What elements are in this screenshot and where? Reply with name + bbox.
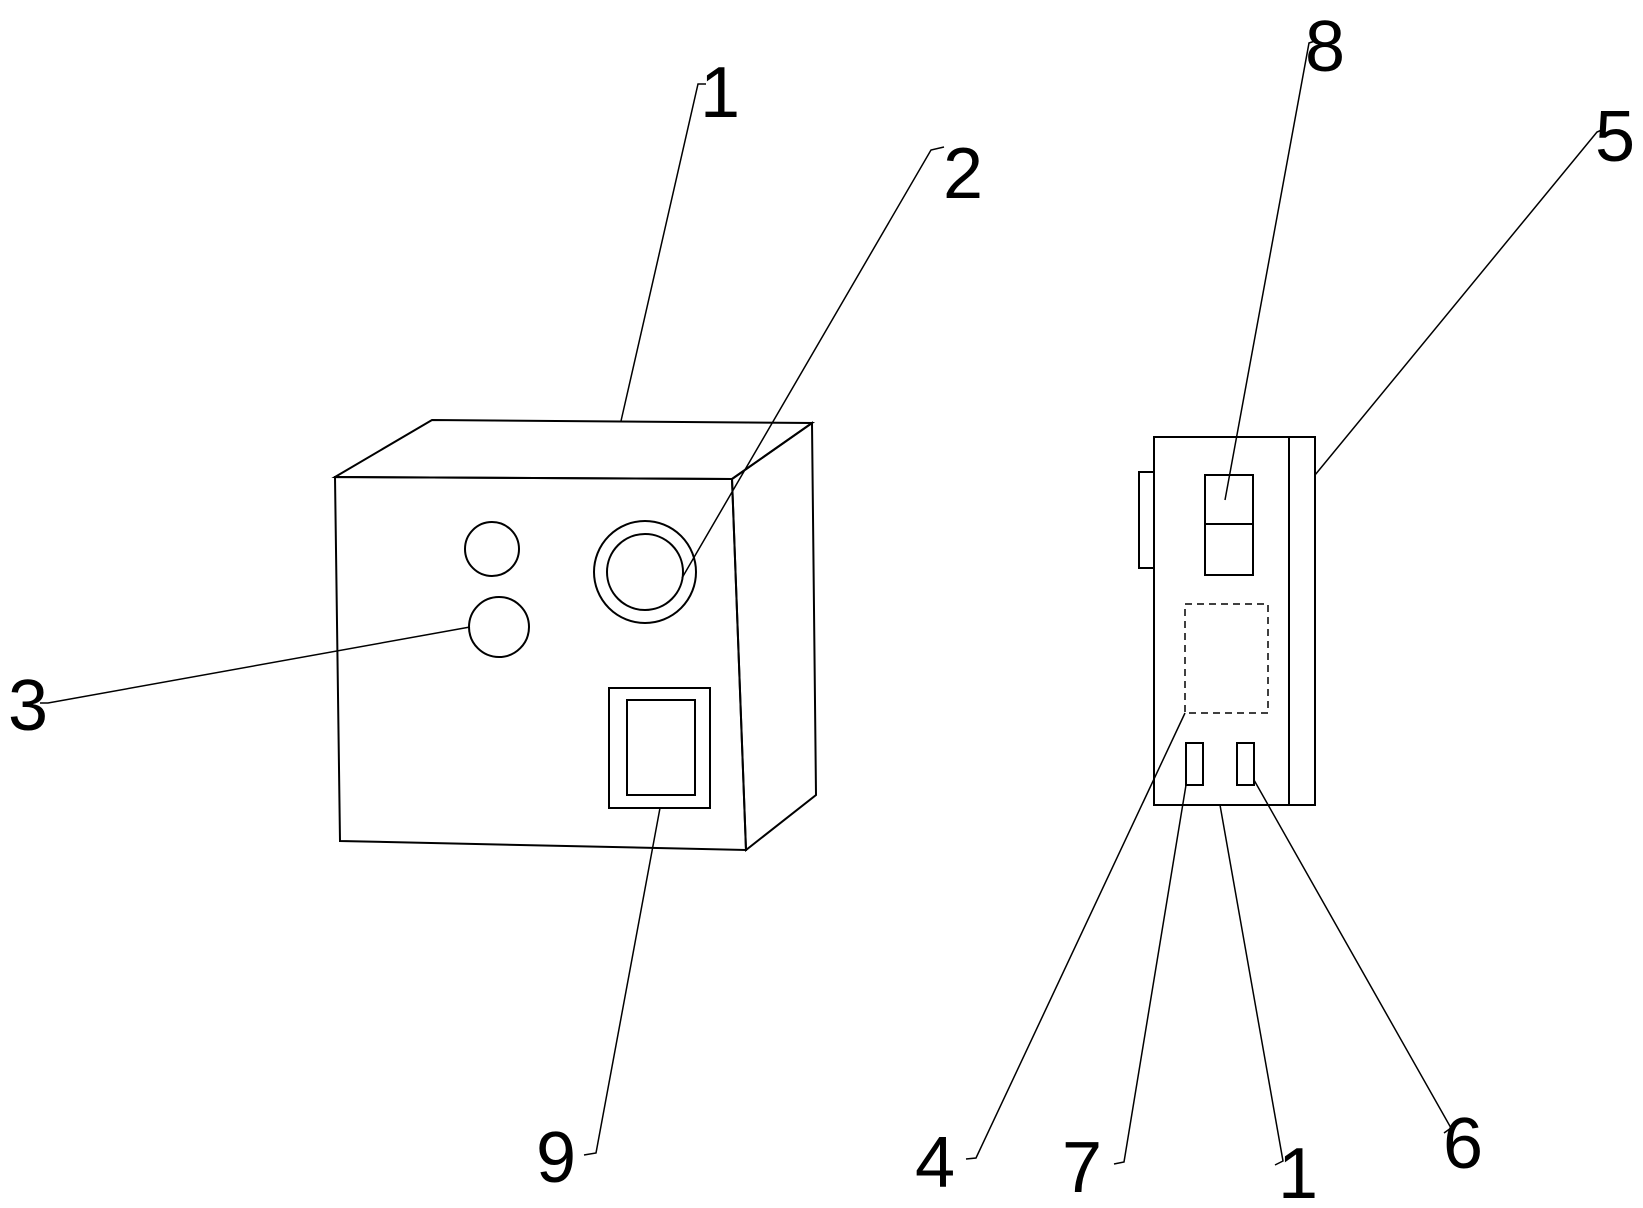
label-4: 4 [915, 1123, 955, 1203]
side-clip [1138, 471, 1155, 569]
label-1-top: 1 [700, 53, 740, 133]
port-7 [1185, 742, 1204, 786]
reference-numerals: 1 2 3 9 8 5 4 7 1 6 [8, 7, 1635, 1208]
leader-1-top [620, 83, 706, 422]
window-9-inner [626, 699, 696, 796]
leader-2 [681, 146, 945, 579]
knob-2-inner [606, 533, 684, 611]
side-back-plate-5 [1288, 436, 1316, 806]
component-8-lower [1204, 523, 1254, 576]
leader-4 [965, 712, 1186, 1160]
right-device-side-view [1138, 436, 1316, 806]
port-6 [1236, 742, 1255, 786]
left-device-front-view [331, 418, 818, 852]
label-6: 6 [1443, 1104, 1483, 1184]
indicator-light-upper [464, 521, 520, 577]
label-1-bottom: 1 [1278, 1134, 1318, 1208]
leader-6 [1253, 779, 1452, 1134]
label-5: 5 [1595, 97, 1635, 177]
label-2: 2 [943, 134, 983, 214]
label-7: 7 [1062, 1128, 1102, 1208]
button-3 [468, 596, 530, 658]
leader-3 [40, 626, 471, 704]
label-3: 3 [8, 666, 48, 746]
internal-module-4 [1184, 603, 1269, 714]
leader-7 [1113, 784, 1187, 1165]
label-9: 9 [536, 1118, 576, 1198]
box-top-face [331, 418, 816, 481]
leader-5 [1314, 128, 1605, 476]
leader-9 [583, 807, 661, 1156]
leader-1-bottom [1219, 804, 1284, 1166]
leader-lines [40, 39, 1605, 1166]
box-side-face [730, 421, 818, 852]
label-8: 8 [1305, 7, 1345, 87]
leader-8 [1224, 39, 1319, 501]
knob-2-outer [593, 520, 697, 624]
